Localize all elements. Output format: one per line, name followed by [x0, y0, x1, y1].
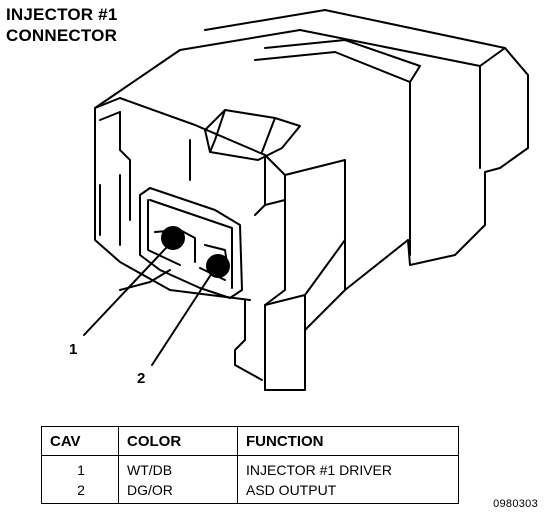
pinout-table: CAV COLOR FUNCTION 1 WT/DB INJECTOR #1 D…: [41, 426, 459, 504]
table-row: 2 DG/OR ASD OUTPUT: [42, 480, 459, 504]
cell-function: ASD OUTPUT: [237, 480, 459, 504]
latch-tab: [204, 109, 301, 161]
title-line-1: INJECTOR #1: [6, 5, 118, 24]
connector-top-edge: [179, 29, 506, 67]
callout-label-2: 2: [137, 370, 146, 387]
terminal-pin-2: [206, 254, 230, 278]
cell-color: DG/OR: [118, 480, 238, 504]
terminal-pin-1: [161, 226, 185, 250]
header-color: COLOR: [118, 426, 238, 456]
header-function: FUNCTION: [237, 426, 459, 456]
title-line-2: CONNECTOR: [6, 26, 118, 45]
connector-illustration: [83, 9, 529, 391]
connector-top-rear: [264, 39, 421, 256]
cell-color: WT/DB: [118, 455, 238, 480]
connector-front-shroud: [94, 97, 286, 391]
terminal-housing: [139, 187, 243, 299]
cell-cav: 2: [77, 482, 85, 498]
leader-line-1: [83, 247, 167, 336]
cell-cav: 1: [77, 462, 85, 478]
callout-label-1: 1: [69, 341, 78, 358]
cell-function: INJECTOR #1 DRIVER: [237, 455, 459, 480]
connector-body-outline: [204, 9, 529, 266]
figure-code: 0980303: [493, 498, 538, 510]
diagram-title: INJECTOR #1 CONNECTOR: [6, 4, 117, 46]
table-header-row: CAV COLOR FUNCTION: [41, 426, 459, 456]
table-row: 1 WT/DB INJECTOR #1 DRIVER: [42, 455, 459, 480]
connector-top-face: [94, 49, 181, 109]
header-cav: CAV: [41, 426, 119, 456]
leader-line-2: [151, 275, 211, 366]
